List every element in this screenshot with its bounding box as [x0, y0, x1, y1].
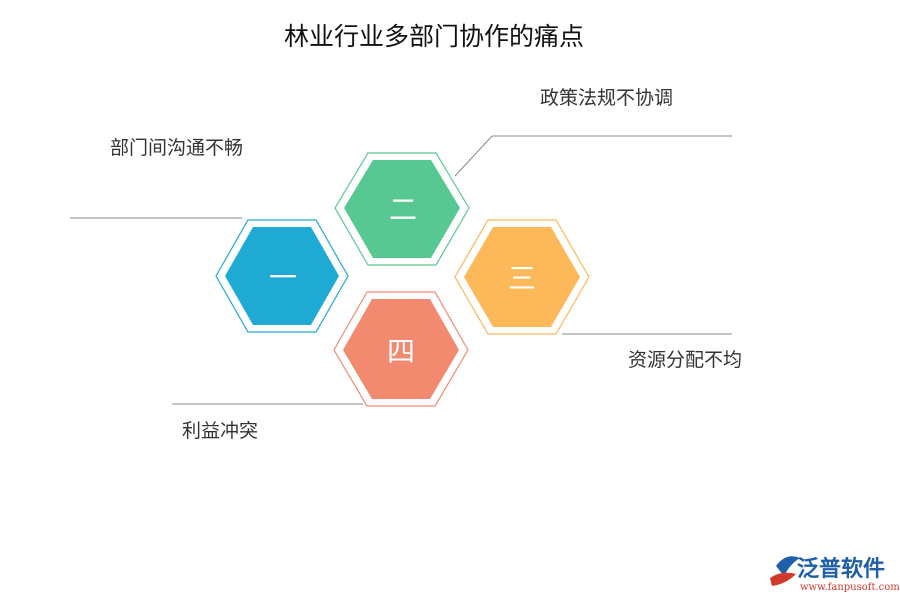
label-one: 部门间沟通不畅: [110, 137, 243, 159]
hexagon-one-number: 一: [269, 261, 297, 294]
hexagon-one: 一: [215, 219, 349, 333]
hexagon-three-fill: [464, 227, 580, 327]
logo-name: 泛普软件: [797, 556, 885, 582]
leader-line-two: [454, 135, 732, 177]
label-four: 利益冲突: [182, 420, 258, 442]
hexagon-one-outline: [215, 219, 349, 333]
hexagon-four: 四: [333, 291, 469, 407]
hexagon-one-fill: [225, 227, 339, 325]
label-three: 资源分配不均: [628, 349, 742, 371]
hexagon-four-outline: [333, 291, 469, 407]
logo: 泛普软件 www.fanpusoft.com: [770, 556, 900, 593]
hexagon-two-number: 二: [389, 193, 417, 226]
hexagon-three: 三: [454, 219, 590, 335]
hexagon-four-fill: [343, 299, 459, 399]
label-two: 政策法规不协调: [540, 87, 673, 109]
fanpu-logo-icon: [770, 556, 800, 586]
hexagon-two-fill: [344, 160, 460, 258]
hexagon-three-outline: [454, 219, 590, 335]
page-title: 林业行业多部门协作的痛点: [284, 22, 584, 51]
logo-url: www.fanpusoft.com: [800, 582, 900, 593]
hexagon-two: 二: [334, 152, 470, 266]
hexagon-four-number: 四: [387, 335, 415, 368]
hexagon-two-outline: [334, 152, 470, 266]
hexagon-three-number: 三: [508, 262, 536, 295]
